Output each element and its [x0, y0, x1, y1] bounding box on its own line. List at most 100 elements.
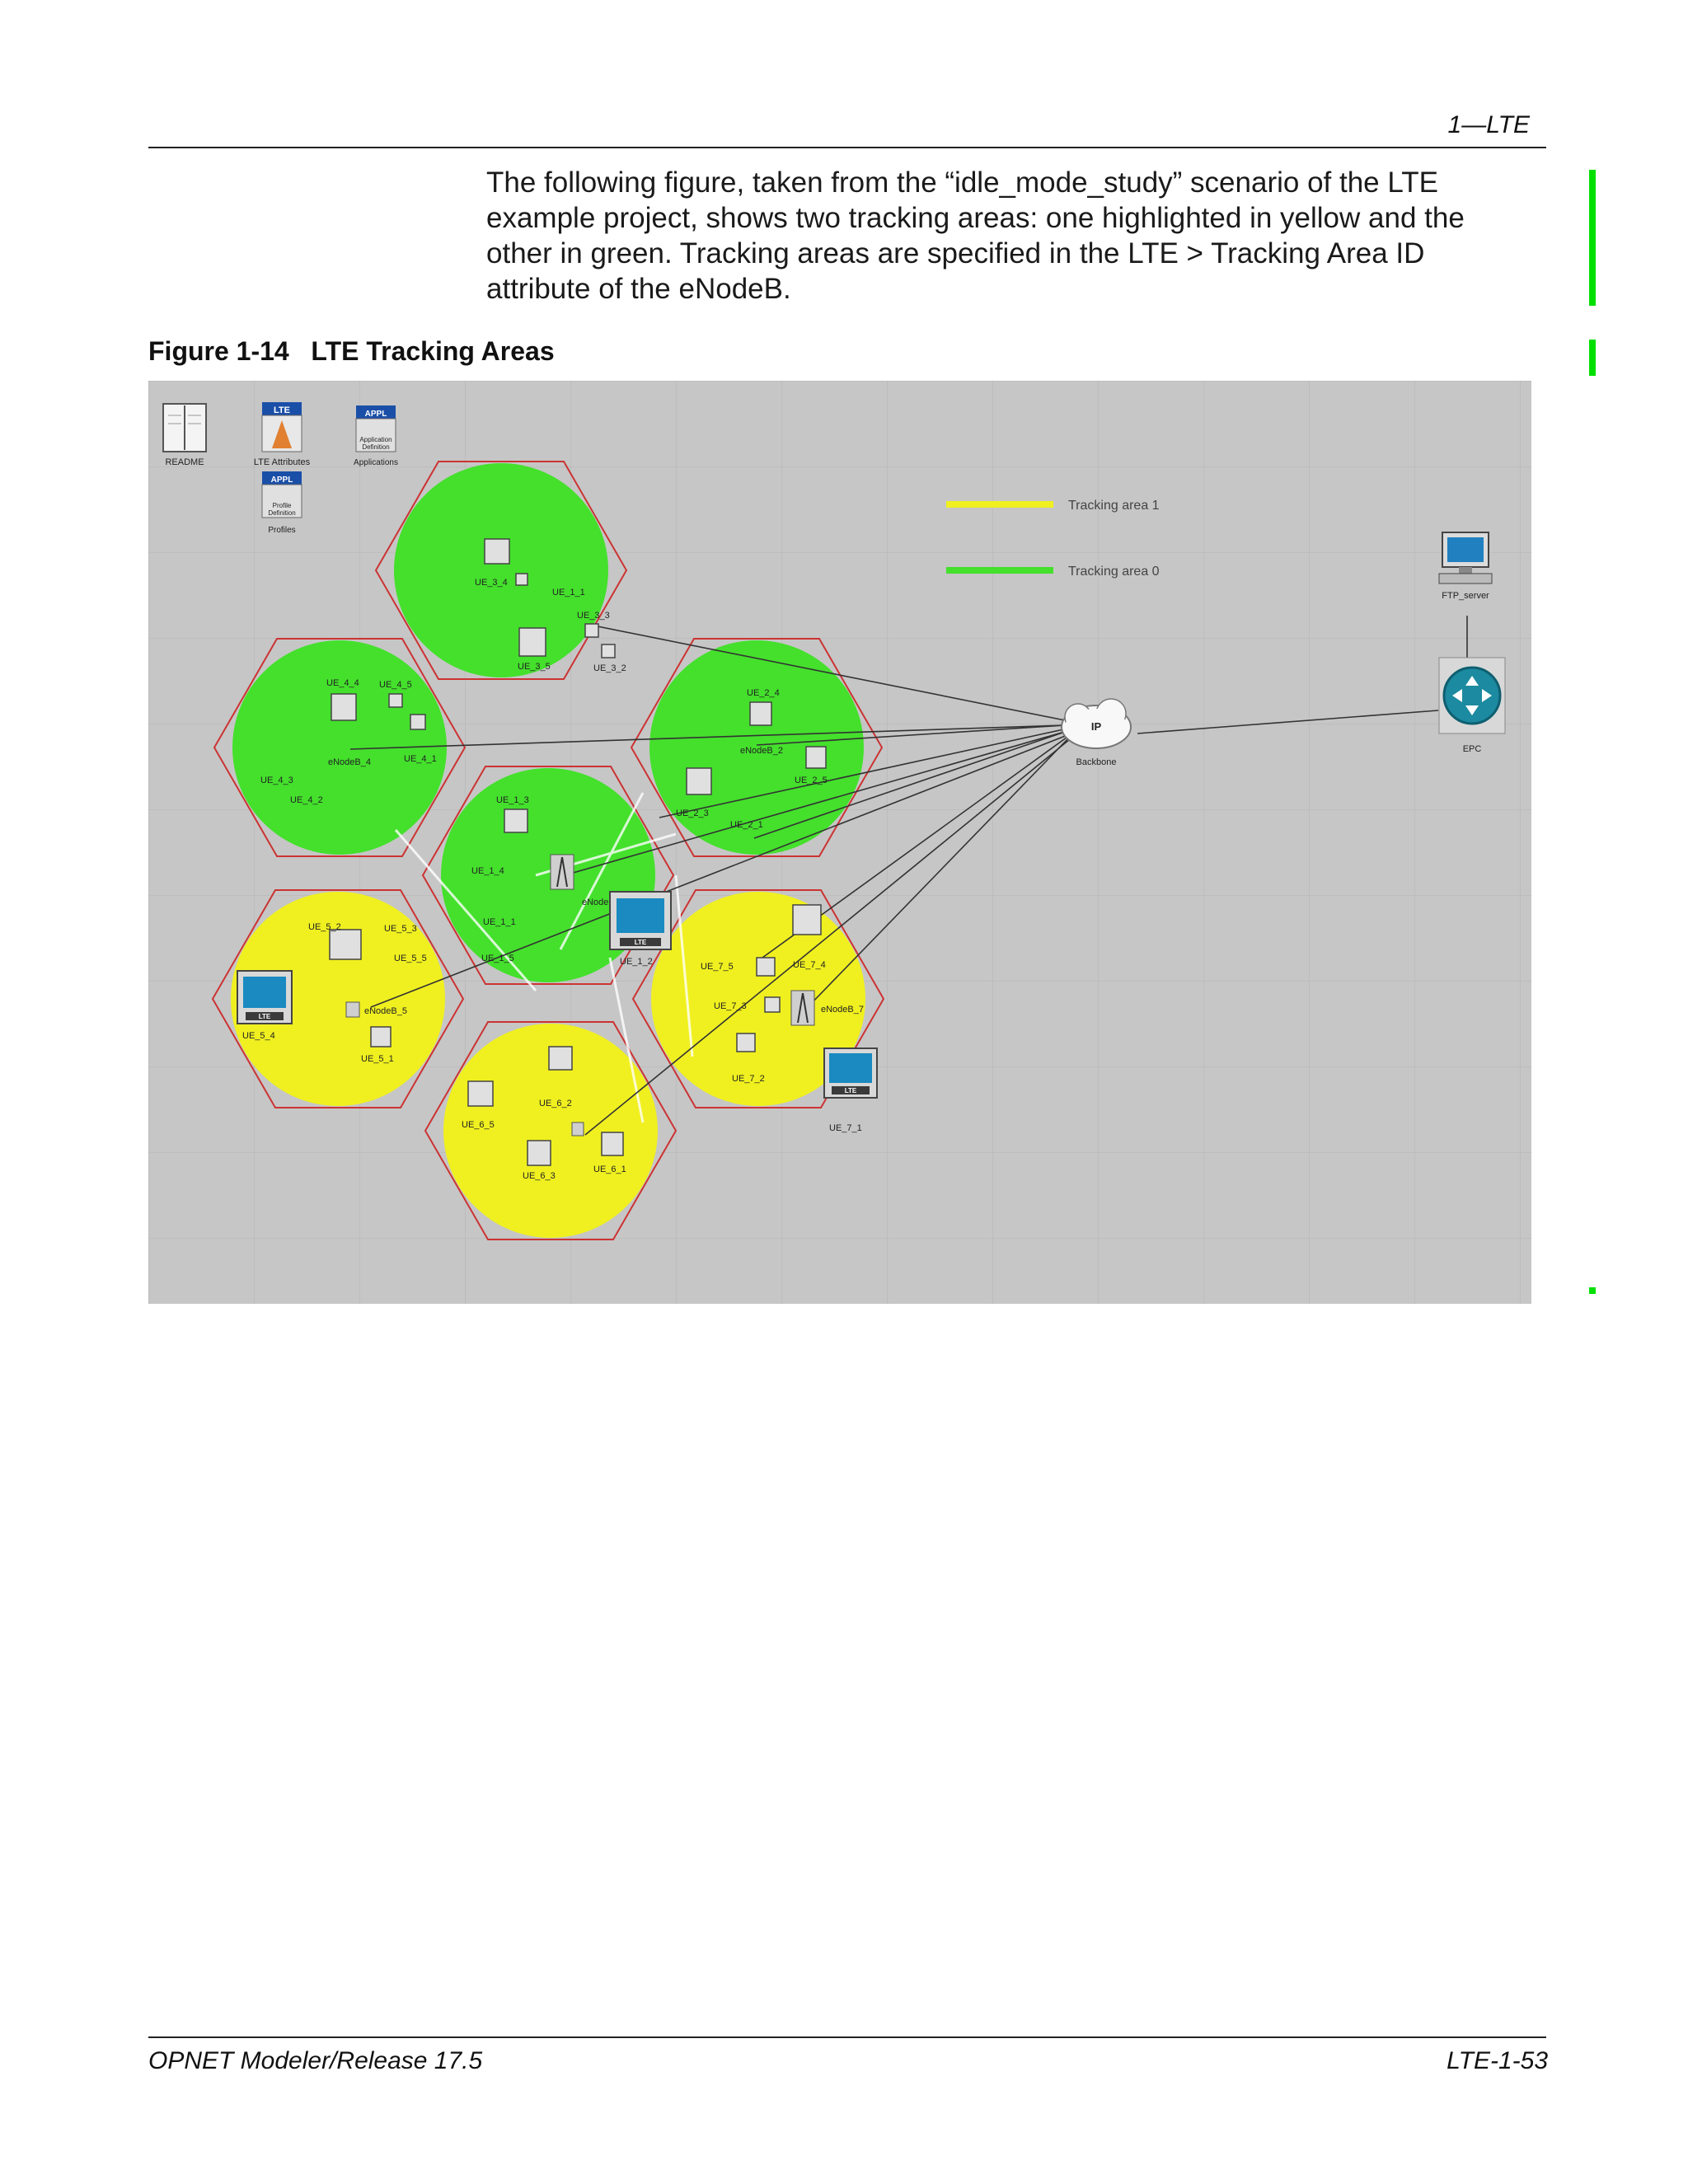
enodeb-5-tower-icon[interactable]	[345, 1001, 360, 1018]
ue-device-icon[interactable]	[518, 627, 546, 657]
link	[584, 738, 1071, 1136]
appl-badge: APPL	[271, 476, 293, 485]
ue-device-icon[interactable]	[467, 1080, 494, 1107]
ue-device-icon[interactable]	[736, 1033, 756, 1052]
ue-label: UE_7_3	[714, 1001, 747, 1011]
ue-device-icon[interactable]	[370, 1026, 392, 1047]
ip-backbone-cloud-icon[interactable]: IP	[1061, 698, 1132, 749]
backbone-label: Backbone	[1076, 757, 1117, 767]
ue-device-icon[interactable]	[515, 573, 528, 586]
backbone-links	[349, 616, 1468, 1136]
application-definition-icon[interactable]: APPL Application Definition	[355, 405, 396, 452]
link	[753, 730, 1068, 839]
ue-device-icon[interactable]	[686, 767, 712, 795]
enodeb-7-label: eNodeB_7	[821, 1005, 864, 1015]
cell1-coverage	[441, 768, 655, 982]
change-bar	[1589, 340, 1596, 376]
ue-device-icon[interactable]	[601, 1132, 624, 1156]
ue-device-icon[interactable]	[805, 746, 827, 769]
figure-title: LTE Tracking Areas	[311, 336, 555, 366]
epc-router-icon[interactable]	[1438, 657, 1506, 734]
footer-page-number: LTE-1-53	[1447, 2047, 1548, 2074]
mobility-traces	[394, 792, 694, 1123]
ue-label: UE_6_2	[539, 1099, 572, 1108]
ue-label: UE_1_2	[620, 957, 653, 967]
ue-label: UE_1_3	[496, 795, 529, 805]
enodeb-1-tower-icon[interactable]	[550, 854, 574, 890]
profile-definition-icon[interactable]: APPL Profile Definition	[261, 471, 302, 518]
cell4-hexagon	[213, 638, 467, 857]
change-bar	[1589, 1287, 1596, 1294]
lte-laptop-icon[interactable]	[609, 891, 672, 950]
ue-device-icon[interactable]	[792, 904, 822, 935]
ue-label: UE_7_4	[793, 960, 826, 970]
mobility-trace	[674, 874, 694, 1057]
readme-label: README	[165, 457, 204, 467]
ue-labels: UE_3_4 UE_1_1 UE_3_3 UE_3_5 UE_3_2 UE_4_…	[242, 578, 862, 1181]
link	[349, 724, 1066, 750]
ue-label: UE_7_1	[829, 1123, 862, 1133]
enodeb-6-tower-icon[interactable]	[571, 1122, 584, 1137]
enodeb-2-label: eNodeB_2	[740, 746, 783, 756]
figure-number: Figure 1-14	[148, 336, 289, 366]
applications-label: Applications	[354, 458, 398, 467]
ue-device-icon[interactable]	[527, 1140, 551, 1166]
ftp-server-label: FTP_server	[1442, 591, 1489, 601]
ue-label: UE_4_5	[379, 680, 412, 690]
ue-label: UE_7_5	[701, 962, 734, 972]
app-def-line1: Application	[359, 436, 392, 443]
ue-device-icon[interactable]	[329, 929, 362, 960]
ue-device-icon[interactable]	[331, 693, 357, 721]
profile-def-line1: Profile	[273, 502, 292, 509]
ue-label: UE_2_4	[747, 688, 780, 698]
readme-icon[interactable]	[162, 403, 207, 452]
lte-laptop-icon[interactable]	[823, 1047, 878, 1099]
ue-device-icon[interactable]	[764, 996, 781, 1013]
figure-caption: Figure 1-14 LTE Tracking Areas	[148, 336, 555, 367]
ue-label: UE_6_5	[462, 1120, 495, 1130]
ue-device-icon[interactable]	[548, 1046, 573, 1071]
link	[756, 724, 1066, 746]
lte-attributes-label: LTE Attributes	[254, 457, 311, 467]
profiles-label: Profiles	[268, 526, 295, 535]
link	[564, 730, 1068, 876]
ue-device-icon[interactable]	[601, 644, 616, 658]
link	[597, 626, 1066, 721]
ue-label: UE_5_1	[361, 1054, 394, 1064]
ue-label: UE_4_1	[404, 754, 437, 764]
enodeb-7-tower-icon[interactable]	[790, 990, 815, 1026]
lte-badge: LTE	[274, 405, 290, 415]
cell6-hexagon	[424, 1021, 678, 1240]
cell3-hexagon	[374, 461, 628, 680]
legend-tracking-area-2: Tracking area 0	[1068, 565, 1160, 579]
ue-label: UE_3_2	[593, 663, 626, 673]
ue-device-icon[interactable]	[410, 714, 426, 730]
enodeb-5-label: eNodeB_5	[364, 1006, 407, 1016]
ue-devices	[329, 538, 827, 1166]
ue-label: UE_4_4	[326, 678, 359, 688]
ue-label: UE_6_3	[523, 1171, 556, 1181]
lte-laptop-icon[interactable]	[237, 970, 293, 1024]
lte-badge: LTE	[635, 939, 647, 946]
cell2-coverage	[649, 640, 864, 855]
ue-device-icon[interactable]	[584, 623, 599, 638]
ue-label: UE_5_5	[394, 954, 427, 963]
ue-device-icon[interactable]	[749, 701, 772, 726]
ue-label: UE_1_1	[552, 588, 585, 598]
ue-device-icon[interactable]	[484, 538, 510, 565]
ue-label: UE_1_5	[481, 954, 514, 963]
link	[370, 734, 1068, 1008]
cell1-hexagon	[421, 766, 675, 985]
cell7-coverage	[651, 892, 865, 1106]
ue-device-icon[interactable]	[388, 693, 403, 708]
ue-device-icon[interactable]	[504, 808, 528, 833]
footer-rule	[148, 2036, 1546, 2038]
cell6-coverage	[443, 1024, 658, 1238]
ue-device-icon[interactable]	[756, 957, 776, 977]
ue-label: UE_4_3	[260, 776, 293, 785]
network-diagram-canvas: README LTE LTE Attributes APPL Applicati…	[148, 381, 1531, 1304]
lte-attributes-icon[interactable]: LTE	[261, 402, 302, 452]
ftp-server-icon[interactable]	[1438, 532, 1493, 584]
link	[1137, 710, 1439, 734]
chapter-header: 1—LTE	[1447, 111, 1530, 138]
